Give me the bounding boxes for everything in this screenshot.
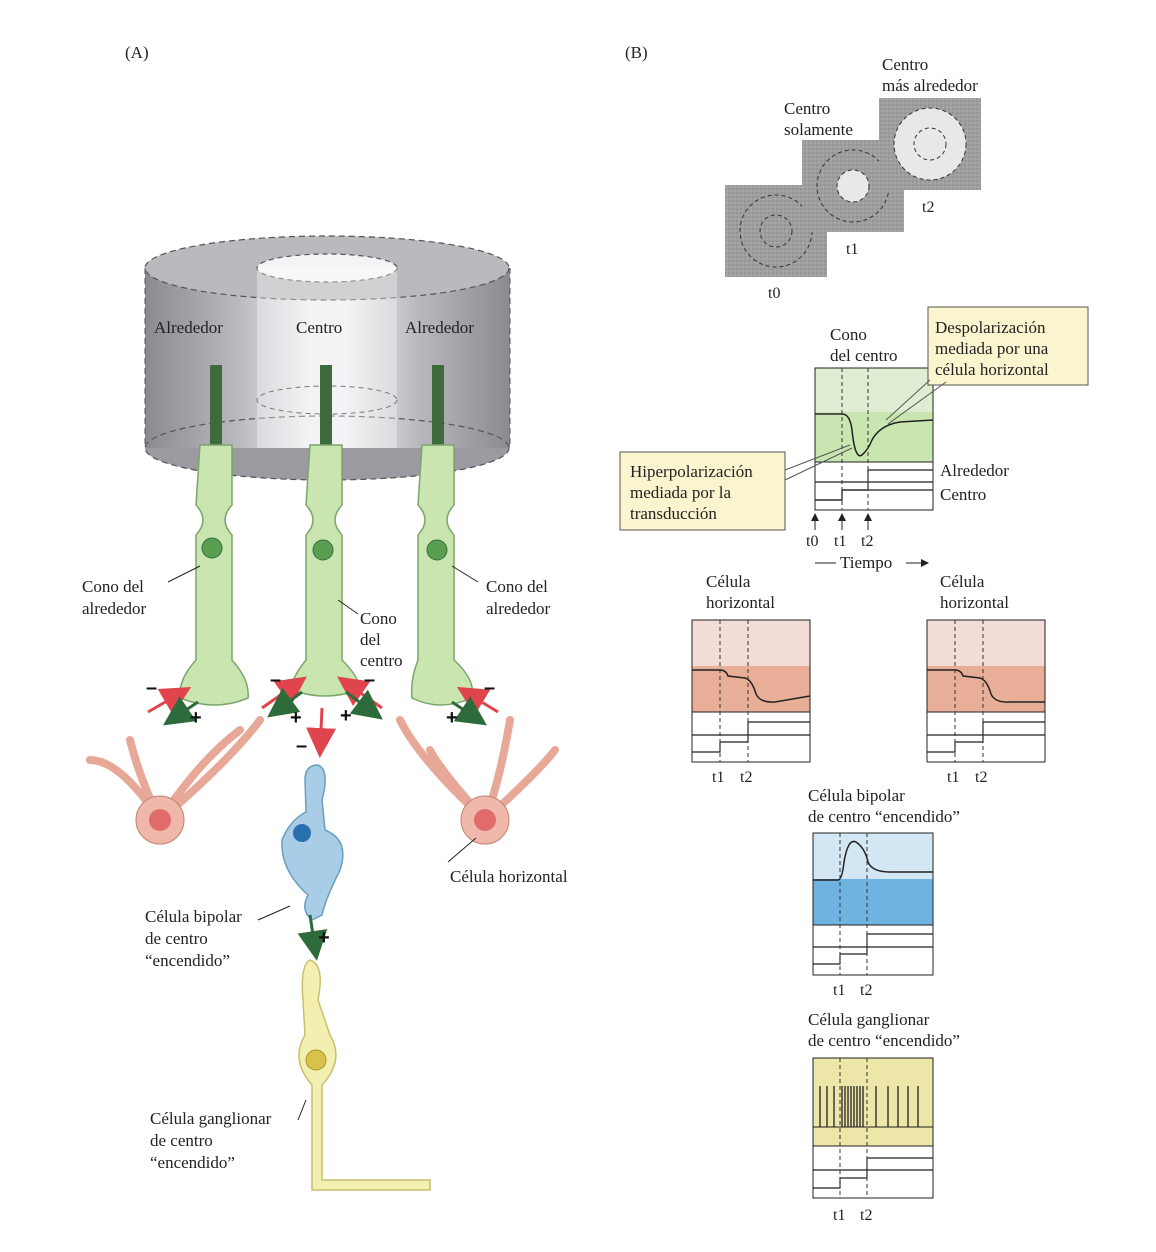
cone-left-label: Cono del alrededor: [82, 577, 148, 618]
callout-hyperpolarization: [619, 444, 853, 531]
sign-minus-5: –: [296, 735, 307, 757]
horizontal-right-t1: t1: [947, 769, 959, 786]
horizontal-trace-right: [926, 619, 1046, 763]
stim-t2-label: t2: [922, 199, 934, 216]
trace-center-label: Centro: [940, 485, 986, 504]
stim-t1-label: t1: [846, 241, 858, 258]
cylinder-label-center: Centro: [296, 318, 342, 337]
sign-plus-2: +: [290, 707, 302, 729]
bipolar-trace-label: Célula bipolar de centro “encendido”: [808, 786, 960, 826]
panel-a-label: (A): [125, 43, 149, 62]
cone-center: [291, 365, 360, 697]
sign-plus-4: +: [446, 707, 458, 729]
cone-center-trace: [814, 367, 934, 511]
synapse-arrows: [147, 676, 499, 961]
stimulus-t2: [879, 98, 981, 190]
panel-a-leaders: [167, 565, 479, 1121]
stim-center-only-label: Centro solamente: [784, 99, 853, 139]
trace-surround-label: Alrededor: [940, 461, 1009, 480]
horizontal-cell-label: Célula horizontal: [450, 867, 568, 886]
bipolar-t1: t1: [833, 982, 845, 999]
stim-center-surround-label: Centro más alrededor: [882, 55, 978, 95]
cone-left: [179, 365, 249, 706]
horizontal-left-t2: t2: [740, 769, 752, 786]
sign-minus-4: –: [484, 677, 495, 699]
cone-center-label: Cono del centro: [360, 609, 402, 670]
time-markers: [811, 513, 929, 567]
horizontal-trace-left: [691, 619, 811, 763]
sign-minus-3: –: [364, 669, 375, 691]
stim-t0-label: t0: [768, 285, 780, 302]
trace-t0: t0: [806, 533, 818, 550]
horizontal-left-t1: t1: [712, 769, 724, 786]
bipolar-t2: t2: [860, 982, 872, 999]
trace-t1: t1: [834, 533, 846, 550]
time-label: Tiempo: [840, 553, 892, 572]
cylinder-label-right: Alrededor: [405, 318, 474, 337]
callout-depolarization: [885, 306, 1089, 425]
cone-center-trace-label: Cono del centro: [830, 325, 898, 365]
horizontal-right-t2: t2: [975, 769, 987, 786]
cylinder-label-left: Alrededor: [154, 318, 223, 337]
ganglion-t1: t1: [833, 1207, 845, 1224]
sign-plus-5: +: [318, 927, 330, 949]
cone-right-label: Cono del alrededor: [486, 577, 552, 618]
callout-depolarization-text: Despolarización mediada por una célula h…: [935, 318, 1053, 379]
bipolar-trace: [812, 832, 934, 976]
panel-b-label: (B): [625, 43, 648, 62]
trace-t2: t2: [861, 533, 873, 550]
ganglion-trace: [812, 1057, 934, 1199]
bipolar-label: Célula bipolar de centro “encendido”: [145, 907, 246, 970]
callout-hyperpolarization-text: Hiperpolarización mediada por la transdu…: [630, 462, 757, 523]
horizontal-trace-left-label: Célula horizontal: [706, 572, 775, 612]
ganglion-trace-label: Célula ganglionar de centro “encendido”: [808, 1010, 960, 1050]
cone-right: [410, 365, 474, 706]
sign-plus-3: +: [340, 705, 352, 727]
sign-plus-1: +: [190, 707, 202, 729]
bipolar-cell: [281, 764, 344, 921]
sign-minus-2: –: [270, 669, 281, 691]
horizontal-cell-left: [86, 716, 264, 845]
ganglion-label: Célula ganglionar de centro “encendido”: [150, 1109, 276, 1172]
receptive-field-cylinder: [144, 235, 511, 481]
horizontal-trace-right-label: Célula horizontal: [940, 572, 1009, 612]
horizontal-cell-right: [396, 716, 559, 845]
sign-minus-1: –: [146, 677, 157, 699]
ganglion-cell: [298, 959, 431, 1191]
ganglion-t2: t2: [860, 1207, 872, 1224]
